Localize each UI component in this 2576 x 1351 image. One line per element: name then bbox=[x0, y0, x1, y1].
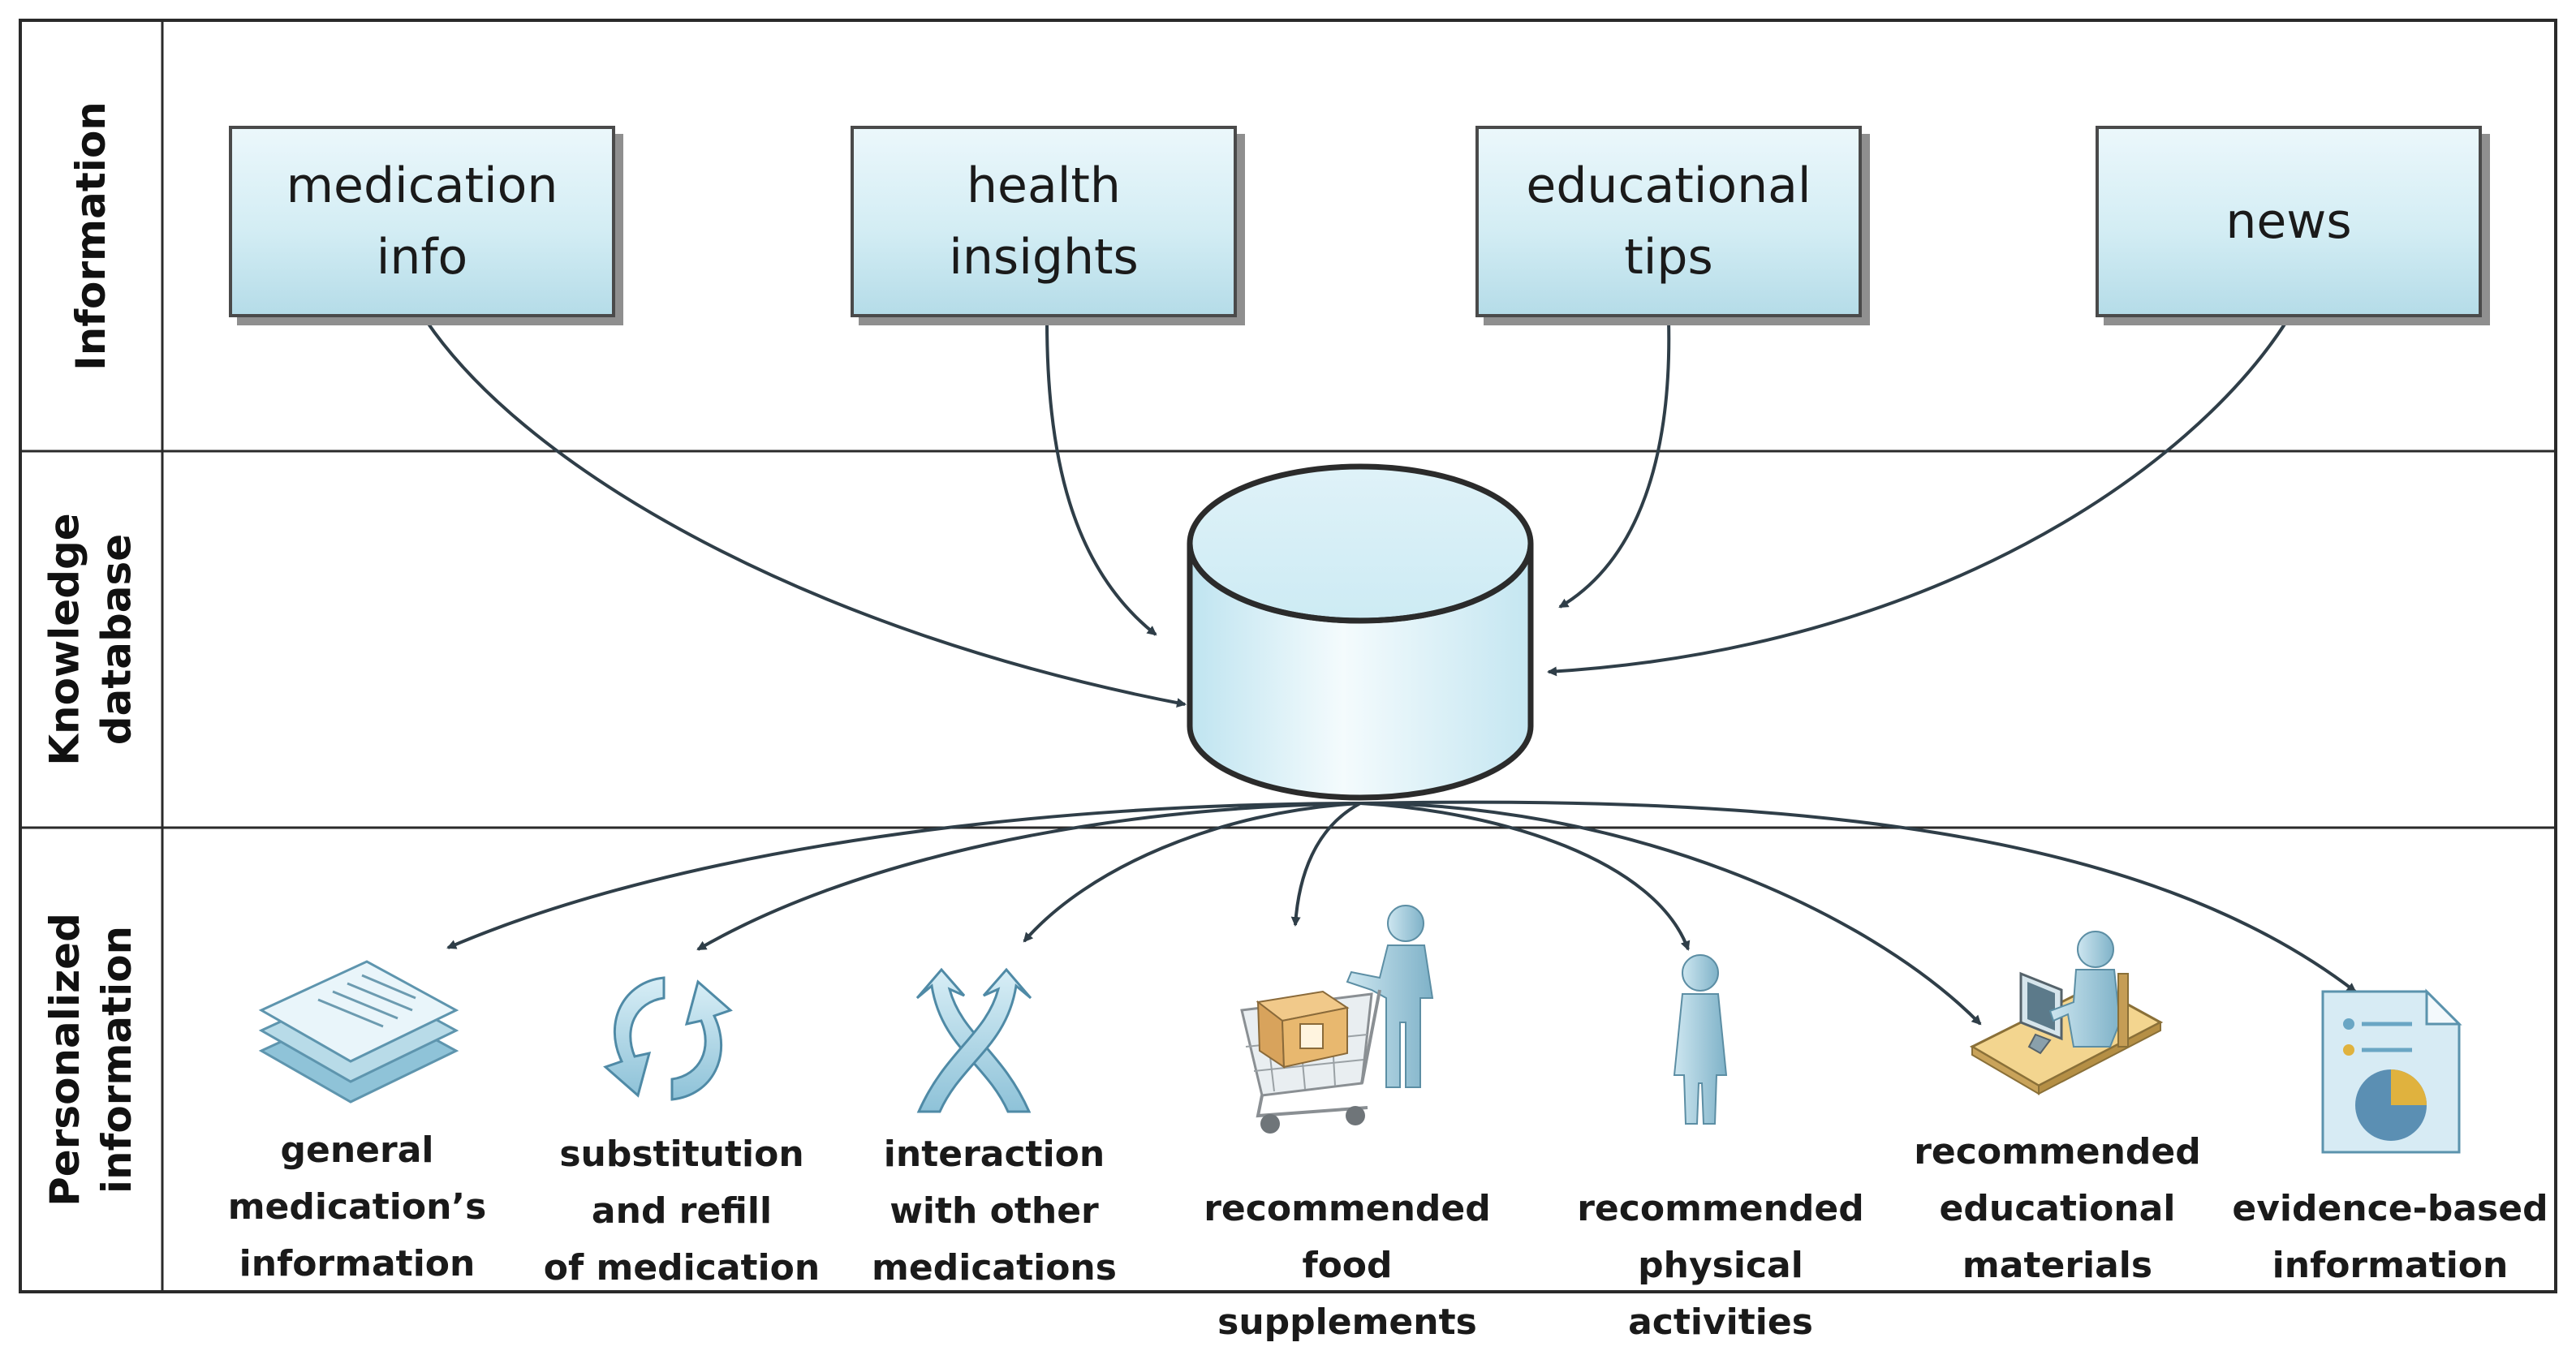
arrow-medication-info bbox=[424, 319, 1187, 708]
person-icon bbox=[1673, 954, 1728, 1125]
arrow-news bbox=[1547, 319, 2289, 677]
arrow-substitution-refill bbox=[696, 802, 1361, 951]
diagram: Information Knowledge database Personali… bbox=[19, 19, 2557, 1343]
row-label-personalized-information: Personalized information bbox=[41, 913, 140, 1207]
report-chart-icon bbox=[2321, 988, 2462, 1154]
arrow-food-supplements bbox=[1290, 802, 1361, 927]
caption-interaction-medications: interaction with other medications bbox=[872, 1134, 1117, 1289]
input-arrows bbox=[424, 319, 2289, 708]
arrow-educational-materials bbox=[1359, 802, 1982, 1026]
caption-educational-materials: recommended educational materials bbox=[1914, 1131, 2201, 1286]
diagram-canvas bbox=[19, 19, 2557, 1293]
arrow-health-insights bbox=[1045, 320, 1157, 636]
database-cylinder bbox=[1187, 463, 1534, 801]
shopping-cart-icon bbox=[1240, 905, 1434, 1134]
source-box-medication-info: medication info bbox=[229, 126, 615, 317]
table-frame bbox=[19, 19, 2557, 1293]
caption-general-medication-information: general medication’s information bbox=[227, 1129, 487, 1284]
person-at-computer-icon bbox=[1969, 931, 2164, 1095]
caption-food-supplements: recommended food supplements bbox=[1204, 1188, 1491, 1343]
refresh-arrows-icon bbox=[603, 976, 733, 1101]
caption-evidence-based-information: evidence-based information bbox=[2232, 1188, 2548, 1286]
crossing-arrows-icon bbox=[915, 967, 1032, 1113]
arrow-general-medication bbox=[446, 802, 1361, 949]
source-box-news: news bbox=[2096, 126, 2482, 317]
caption-physical-activities: recommended physical activities bbox=[1577, 1188, 1864, 1343]
output-arrows bbox=[446, 800, 2357, 1026]
arrow-interaction bbox=[1023, 802, 1361, 943]
source-box-educational-tips: educational tips bbox=[1475, 126, 1862, 317]
documents-icon bbox=[258, 960, 459, 1104]
row-label-knowledge-database: Knowledge database bbox=[41, 513, 140, 766]
row-label-information: Information bbox=[67, 101, 115, 371]
arrow-evidence-based bbox=[1359, 800, 2357, 993]
arrow-physical-activities bbox=[1359, 802, 1691, 951]
caption-substitution-refill: substitution and refill of medication bbox=[543, 1134, 821, 1289]
arrow-educational-tips bbox=[1558, 320, 1671, 609]
source-box-health-insights: health insights bbox=[851, 126, 1237, 317]
